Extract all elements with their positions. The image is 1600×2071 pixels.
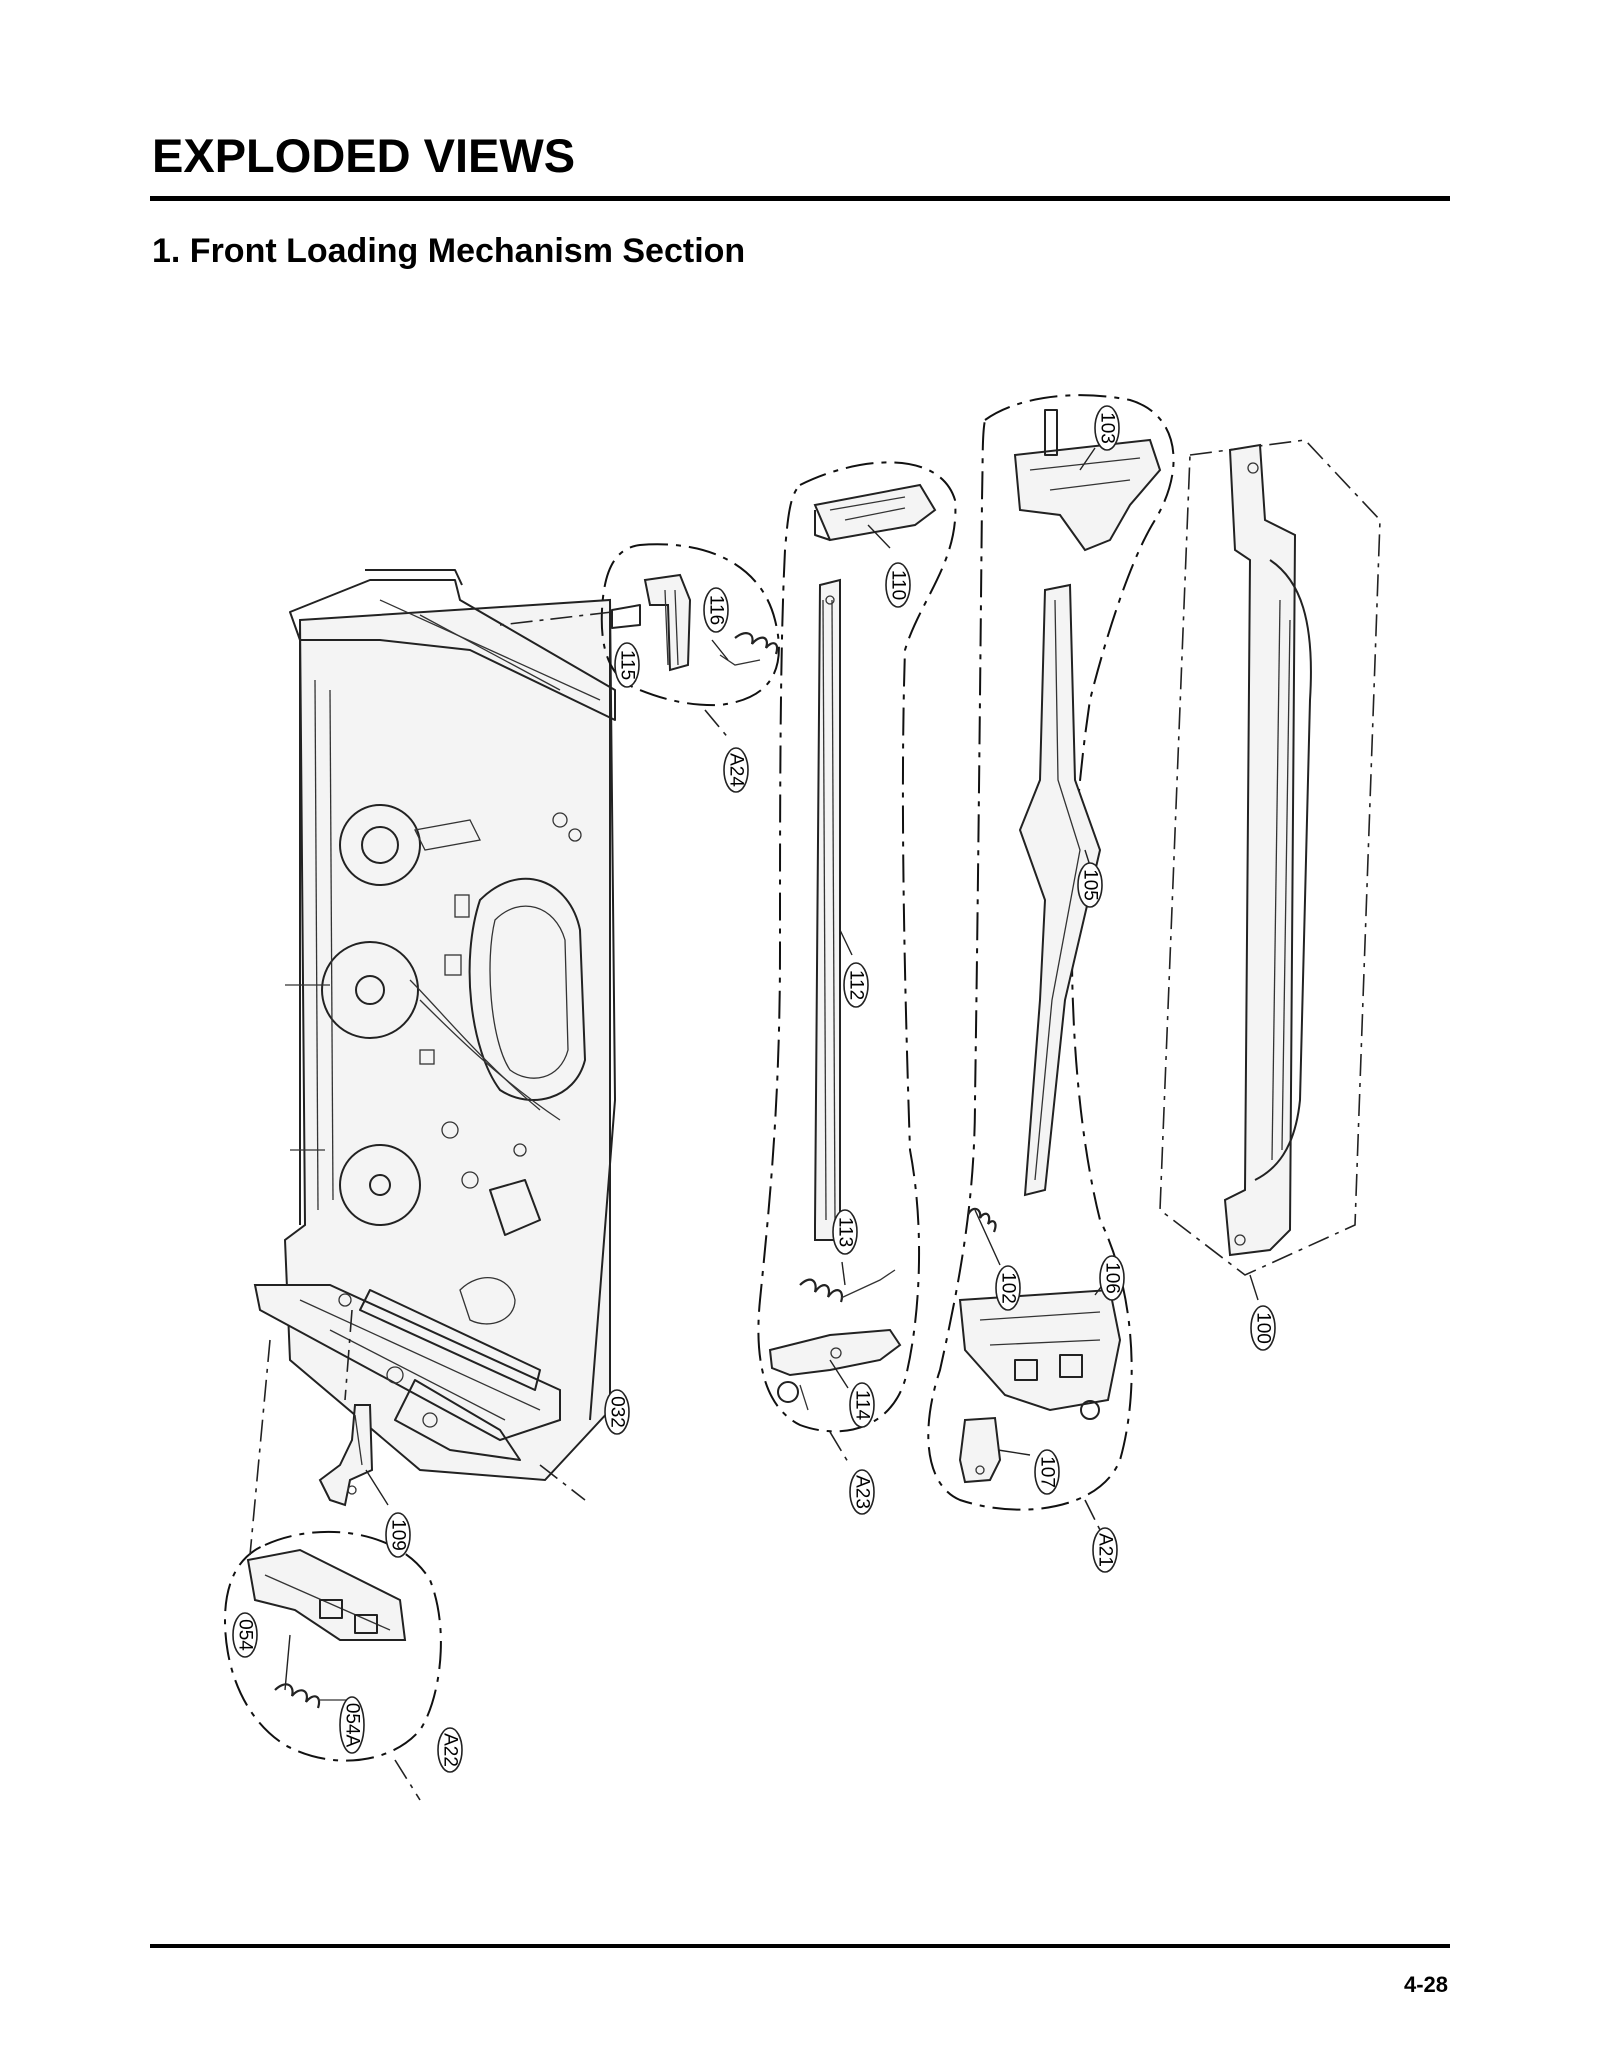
svg-text:032: 032	[607, 1396, 628, 1428]
callout-A23: A23	[849, 1469, 875, 1515]
svg-text:110: 110	[888, 570, 909, 600]
callout-100: 100	[1250, 1305, 1276, 1351]
svg-text:106: 106	[1102, 1262, 1123, 1294]
assembly-A22	[223, 1530, 442, 1801]
svg-text:109: 109	[388, 1519, 409, 1551]
svg-text:A21: A21	[1095, 1533, 1116, 1567]
callout-105: 105	[1077, 862, 1103, 908]
callout-A22: A22	[437, 1727, 463, 1773]
assembly-A23	[757, 461, 957, 1463]
svg-text:113: 113	[835, 1217, 856, 1247]
assembly-A21	[927, 394, 1175, 1531]
callout-110: 110	[885, 562, 911, 608]
callout-113: 113	[832, 1209, 858, 1255]
callout-116: 116	[703, 587, 729, 633]
callout-114: 114	[849, 1382, 875, 1428]
callout-054A: 054A	[339, 1696, 365, 1754]
svg-text:116: 116	[706, 595, 727, 625]
svg-text:105: 105	[1080, 869, 1101, 901]
page-number: 4-28	[1403, 1972, 1448, 1997]
svg-text:054: 054	[235, 1619, 256, 1651]
footer-rule	[150, 1944, 1450, 1948]
chassis-032	[253, 569, 616, 1482]
assembly-line	[344, 1309, 353, 1401]
callout-A21: A21	[1092, 1527, 1118, 1573]
callout-103: 103	[1094, 405, 1120, 451]
callout-112: 112	[843, 962, 869, 1008]
callout-115: 115	[614, 642, 640, 688]
svg-text:A22: A22	[440, 1733, 461, 1767]
callout-102: 102	[995, 1265, 1021, 1311]
svg-text:107: 107	[1037, 1456, 1058, 1488]
svg-text:103: 103	[1097, 412, 1118, 444]
assembly-A24	[499, 543, 780, 741]
svg-text:102: 102	[998, 1272, 1019, 1304]
svg-text:A24: A24	[726, 753, 747, 787]
page-title: EXPLODED VIEWS	[152, 129, 576, 182]
svg-text:A23: A23	[852, 1475, 873, 1509]
callout-A24: A24	[723, 747, 749, 793]
assembly-line	[539, 1464, 586, 1501]
callout-107: 107	[1034, 1449, 1060, 1495]
part-100	[1159, 439, 1381, 1301]
svg-text:100: 100	[1253, 1312, 1274, 1344]
title-rule	[150, 196, 1450, 201]
callout-109: 109	[385, 1512, 411, 1558]
callout-106: 106	[1099, 1255, 1125, 1301]
assembly-line	[249, 1339, 271, 1556]
callout-054: 054	[232, 1612, 258, 1658]
svg-text:115: 115	[617, 650, 638, 680]
svg-text:054A: 054A	[342, 1703, 363, 1748]
svg-text:114: 114	[852, 1390, 873, 1421]
svg-text:112: 112	[846, 970, 867, 1000]
part-109	[318, 1404, 389, 1507]
section-title: 1. Front Loading Mechanism Section	[152, 232, 746, 270]
callout-032: 032	[604, 1389, 630, 1435]
